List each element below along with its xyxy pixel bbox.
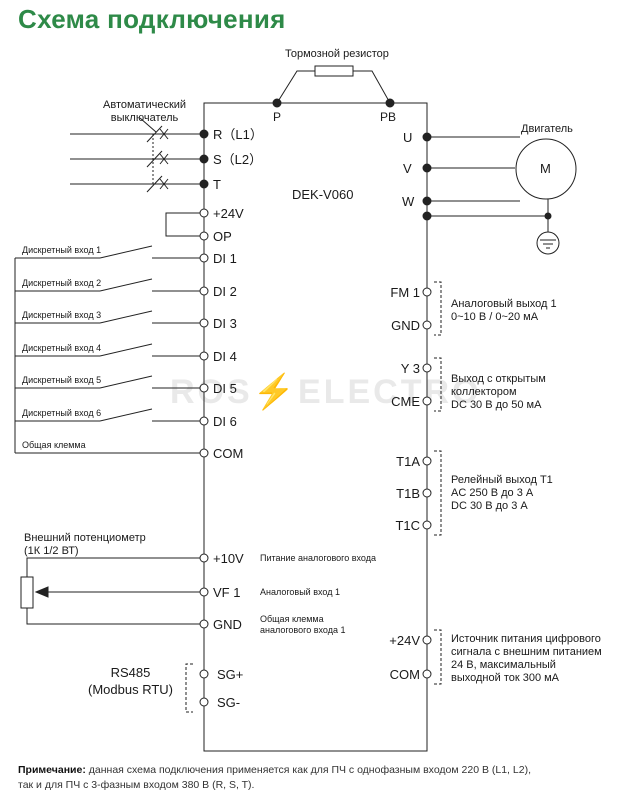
terminal-com-right: COM [389, 667, 420, 682]
terminal-di5: DI 5 [213, 381, 237, 396]
ground-symbol [536, 231, 560, 255]
terminal-pb: PB [380, 110, 397, 124]
terminal-y3: Y 3 [400, 361, 420, 376]
potentiometer-symbol [20, 576, 34, 609]
page-title: Схема подключения [18, 4, 286, 34]
di6-label: Дискретный вход 6 [22, 408, 102, 418]
inverter-box [203, 102, 428, 752]
terminal-t1b: T1B [396, 486, 420, 501]
terminal-vf1: VF 1 [213, 585, 241, 600]
di1-label: Дискретный вход 1 [22, 245, 102, 255]
breaker-x-marks [159, 128, 169, 190]
relay-output-label: Релейный выход T1 AC 250 В до 3 А DC 30 … [451, 474, 553, 512]
potentiometer-label: Внешний потенциометр (1К 1/2 ВТ) [24, 532, 146, 557]
terminal-di1: DI 1 [213, 251, 237, 266]
breaker-switches [139, 117, 163, 193]
terminal-p-dot [272, 98, 282, 108]
brake-resistor-label: Тормозной резистор [285, 48, 389, 60]
terminal-com-left: COM [213, 446, 244, 461]
di3-label: Дискретный вход 3 [22, 310, 102, 320]
terminal-gnd-left: GND [213, 617, 242, 632]
di-wires [15, 245, 200, 454]
terminal-di2: DI 2 [213, 284, 237, 299]
terminal-10v: +10V [213, 551, 244, 566]
terminal-24v-left: +24V [213, 206, 244, 221]
terminal-p: P [273, 110, 282, 124]
terminal-di3: DI 3 [213, 316, 237, 331]
di2-label: Дискретный вход 2 [22, 278, 102, 288]
common-label: Общая клемма [22, 440, 86, 450]
terminal-di6: DI 6 [213, 414, 237, 429]
di4-label: Дискретный вход 4 [22, 343, 102, 353]
motor-symbol-label: M [540, 161, 551, 176]
terminal-v: V [403, 161, 412, 176]
terminal-u: U [403, 130, 413, 145]
terminal-di4: DI 4 [213, 349, 237, 364]
brake-resistor-symbol [314, 65, 354, 77]
model-label: DEK-V060 [292, 187, 354, 202]
footnote: Примечание: данная схема подключения при… [18, 763, 531, 793]
terminal-fm1: FM 1 [390, 285, 420, 300]
analog-input-label: Аналоговый вход 1 [260, 587, 340, 597]
analog-supply-label: Питание аналогового входа [260, 553, 376, 563]
power-supply-label: Источник питания цифрового сигнала с вне… [451, 633, 602, 684]
note-line1: данная схема подключения применяется как… [85, 764, 531, 776]
terminal-t1c: T1C [395, 518, 420, 533]
rs485-label: RS485 (Modbus RTU) [88, 665, 174, 697]
analog-output-label: Аналоговый выход 1 0~10 В / 0~20 мА [451, 298, 557, 323]
analog-common-label: Общая клемма аналогового входа 1 [260, 614, 346, 635]
terminal-t1a: T1A [396, 454, 420, 469]
terminal-r: R（L1） [213, 127, 263, 142]
open-collector-label: Выход с открытым коллектором DC 30 В до … [451, 373, 546, 411]
terminal-sg-minus: SG- [217, 695, 241, 710]
terminal-pb-dot [385, 98, 395, 108]
terminal-op: OP [213, 229, 232, 244]
breaker-label: Автоматический выключатель [103, 99, 187, 124]
di5-label: Дискретный вход 5 [22, 375, 102, 385]
terminal-s: S（L2） [213, 152, 263, 167]
terminal-w: W [402, 194, 415, 209]
terminal-cme: CME [391, 394, 420, 409]
terminal-t: T [213, 177, 221, 192]
terminal-gnd-right: GND [391, 318, 420, 333]
note-line2: так и для ПЧ с 3-фазным входом 380 В (R,… [18, 779, 255, 791]
motor-label: Двигатель [521, 123, 573, 135]
terminal-sg-plus: SG+ [217, 667, 244, 682]
note-bold: Примечание: [18, 764, 86, 776]
motor-symbol [515, 138, 577, 200]
terminal-24v-right: +24V [389, 633, 420, 648]
